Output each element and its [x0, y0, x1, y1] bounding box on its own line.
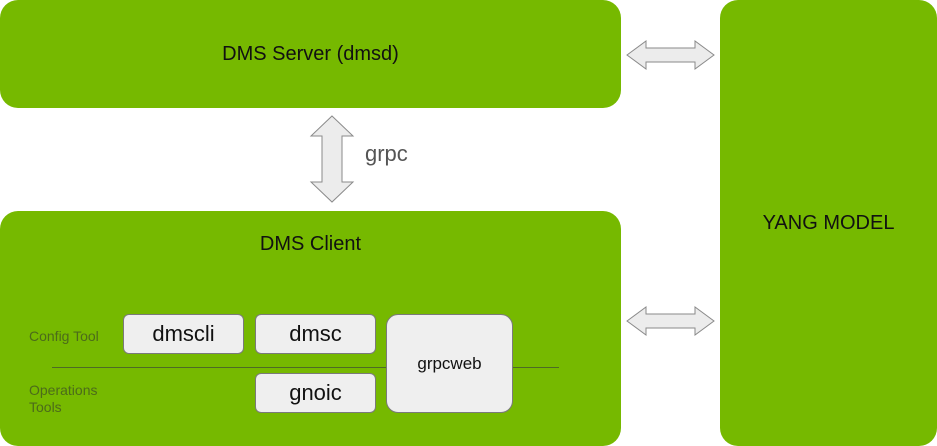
yang-model-block: YANG MODEL — [720, 0, 937, 446]
server-yang-arrow-icon — [626, 40, 715, 70]
yang-model-title: YANG MODEL — [762, 212, 895, 234]
row-divider — [52, 367, 559, 368]
operations-tools-label: Operations Tools — [29, 382, 98, 415]
dmsc-box: dmsc — [255, 314, 376, 354]
client-yang-arrow-icon — [626, 306, 715, 336]
dmscli-box: dmscli — [123, 314, 244, 354]
gnoic-box: gnoic — [255, 373, 376, 413]
dms-client-title: DMS Client — [259, 233, 362, 255]
dms-server-title: DMS Server (dmsd) — [222, 43, 399, 65]
grpc-label: grpc — [365, 141, 408, 166]
config-tool-label: Config Tool — [29, 328, 99, 344]
dms-server-block: DMS Server (dmsd) — [0, 0, 621, 108]
grpcweb-box: grpcweb — [386, 314, 513, 413]
server-client-arrow-icon — [309, 115, 355, 203]
